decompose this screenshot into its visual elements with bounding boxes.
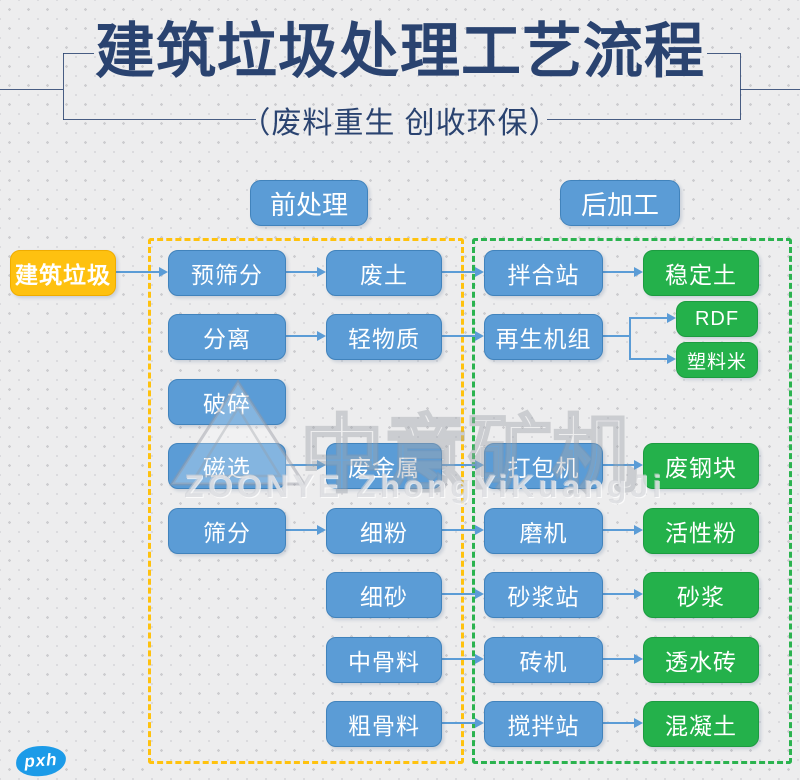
arrow-fjs-dbj-head [475, 460, 484, 470]
deco-line-left-title [63, 53, 94, 54]
arrow-branch-slm-head [667, 354, 676, 364]
arrow-zgl-zhj-head [475, 654, 484, 664]
branch-vertical [629, 317, 631, 360]
flow-box-tsz: 透水砖 [643, 637, 759, 683]
arrow-xs-sjz-head [475, 589, 484, 599]
arrow-fl-qwz [285, 335, 318, 337]
arrow-ysf-ft-head [317, 267, 326, 277]
flow-box-sjg: 砂浆 [643, 572, 759, 618]
arrow-zgl-zhj [441, 658, 476, 660]
arrow-cx-fjs-head [317, 460, 326, 470]
arrow-zhj-tsz [602, 658, 635, 660]
page-subtitle: （废料重生 创收环保） [240, 107, 560, 140]
flow-box-mj: 磨机 [484, 508, 603, 554]
flow-box-cgl: 粗骨料 [326, 701, 442, 747]
flow-box-hnt: 混凝土 [643, 701, 759, 747]
flow-box-fgk: 废钢块 [643, 443, 759, 489]
arrow-xf-mj-head [475, 525, 484, 535]
flow-box-ps: 破碎 [168, 379, 286, 425]
section-header-pre-processing: 前处理 [250, 180, 368, 226]
arrow-qwz-zsjz-head [475, 331, 484, 341]
flow-box-dbj: 打包机 [484, 443, 603, 489]
arrow-ft-bhz [441, 271, 476, 273]
deco-line-left-vertical [63, 53, 64, 120]
post-processing-zone-border [472, 238, 792, 764]
arrow-mj-hxf [602, 529, 635, 531]
pxh-logo: pxh [15, 744, 67, 778]
flow-box-xs: 细砂 [326, 572, 442, 618]
flow-box-sf: 筛分 [168, 508, 286, 554]
arrow-jbz-hnt [602, 722, 635, 724]
deco-line-right-vertical [740, 53, 741, 120]
arrow-bhz-wdt-head [634, 267, 643, 277]
flow-box-zgl: 中骨料 [326, 637, 442, 683]
arrow-sf-xf [285, 529, 318, 531]
arrow-dbj-fgk-head [634, 460, 643, 470]
flow-box-bhz: 拌合站 [484, 250, 603, 296]
flow-box-slm: 塑料米 [676, 342, 758, 378]
arrow-cx-fjs [285, 464, 318, 466]
arrow-branch-slm [629, 358, 668, 360]
deco-line-right-subtitle [547, 119, 740, 120]
deco-line-right-edge [740, 89, 800, 90]
flow-box-zsjz: 再生机组 [484, 314, 603, 360]
arrow-fjs-dbj [441, 464, 476, 466]
arrow-mj-hxf-head [634, 525, 643, 535]
flow-box-rdf: RDF [676, 301, 758, 337]
arrow-jbz-hnt-head [634, 718, 643, 728]
flow-box-cx: 磁选 [168, 443, 286, 489]
arrow-bhz-wdt [602, 271, 635, 273]
arrow-ft-bhz-head [475, 267, 484, 277]
deco-line-left-edge [0, 89, 63, 90]
arrow-dbj-fgk [602, 464, 635, 466]
arrow-jzlj-ysf-head [159, 267, 168, 277]
deco-line-left-subtitle [63, 119, 256, 120]
section-header-post-processing: 后加工 [560, 180, 680, 226]
branch-stub [602, 335, 631, 337]
arrow-sjz-sjg [602, 593, 635, 595]
pre-processing-zone-border [148, 238, 464, 764]
page-title: 建筑垃圾处理工艺流程 [95, 18, 705, 85]
arrow-cgl-jbz-head [475, 718, 484, 728]
flow-box-xf: 细粉 [326, 508, 442, 554]
arrow-fl-qwz-head [317, 331, 326, 341]
arrow-qwz-zsjz [441, 335, 476, 337]
flow-box-fl: 分离 [168, 314, 286, 360]
arrow-xs-sjz [441, 593, 476, 595]
flow-box-sjz: 砂浆站 [484, 572, 603, 618]
flow-box-wdt: 稳定土 [643, 250, 759, 296]
arrow-xf-mj [441, 529, 476, 531]
arrow-branch-rdf-head [667, 313, 676, 323]
arrow-ysf-ft [285, 271, 318, 273]
arrow-cgl-jbz [441, 722, 476, 724]
arrow-zhj-tsz-head [634, 654, 643, 664]
flow-box-hxf: 活性粉 [643, 508, 759, 554]
deco-line-right-title [707, 53, 740, 54]
flow-box-zhj: 砖机 [484, 637, 603, 683]
arrow-branch-rdf [629, 317, 668, 319]
arrow-sjz-sjg-head [634, 589, 643, 599]
flow-box-ysf: 预筛分 [168, 250, 286, 296]
arrow-sf-xf-head [317, 525, 326, 535]
flow-box-fjs: 废金属 [326, 443, 442, 489]
flow-box-ft: 废土 [326, 250, 442, 296]
pxh-logo-text: pxh [23, 749, 59, 772]
flow-box-qwz: 轻物质 [326, 314, 442, 360]
flow-box-jzlj: 建筑垃圾 [10, 250, 116, 296]
flow-box-jbz: 搅拌站 [484, 701, 603, 747]
arrow-jzlj-ysf [115, 271, 160, 273]
